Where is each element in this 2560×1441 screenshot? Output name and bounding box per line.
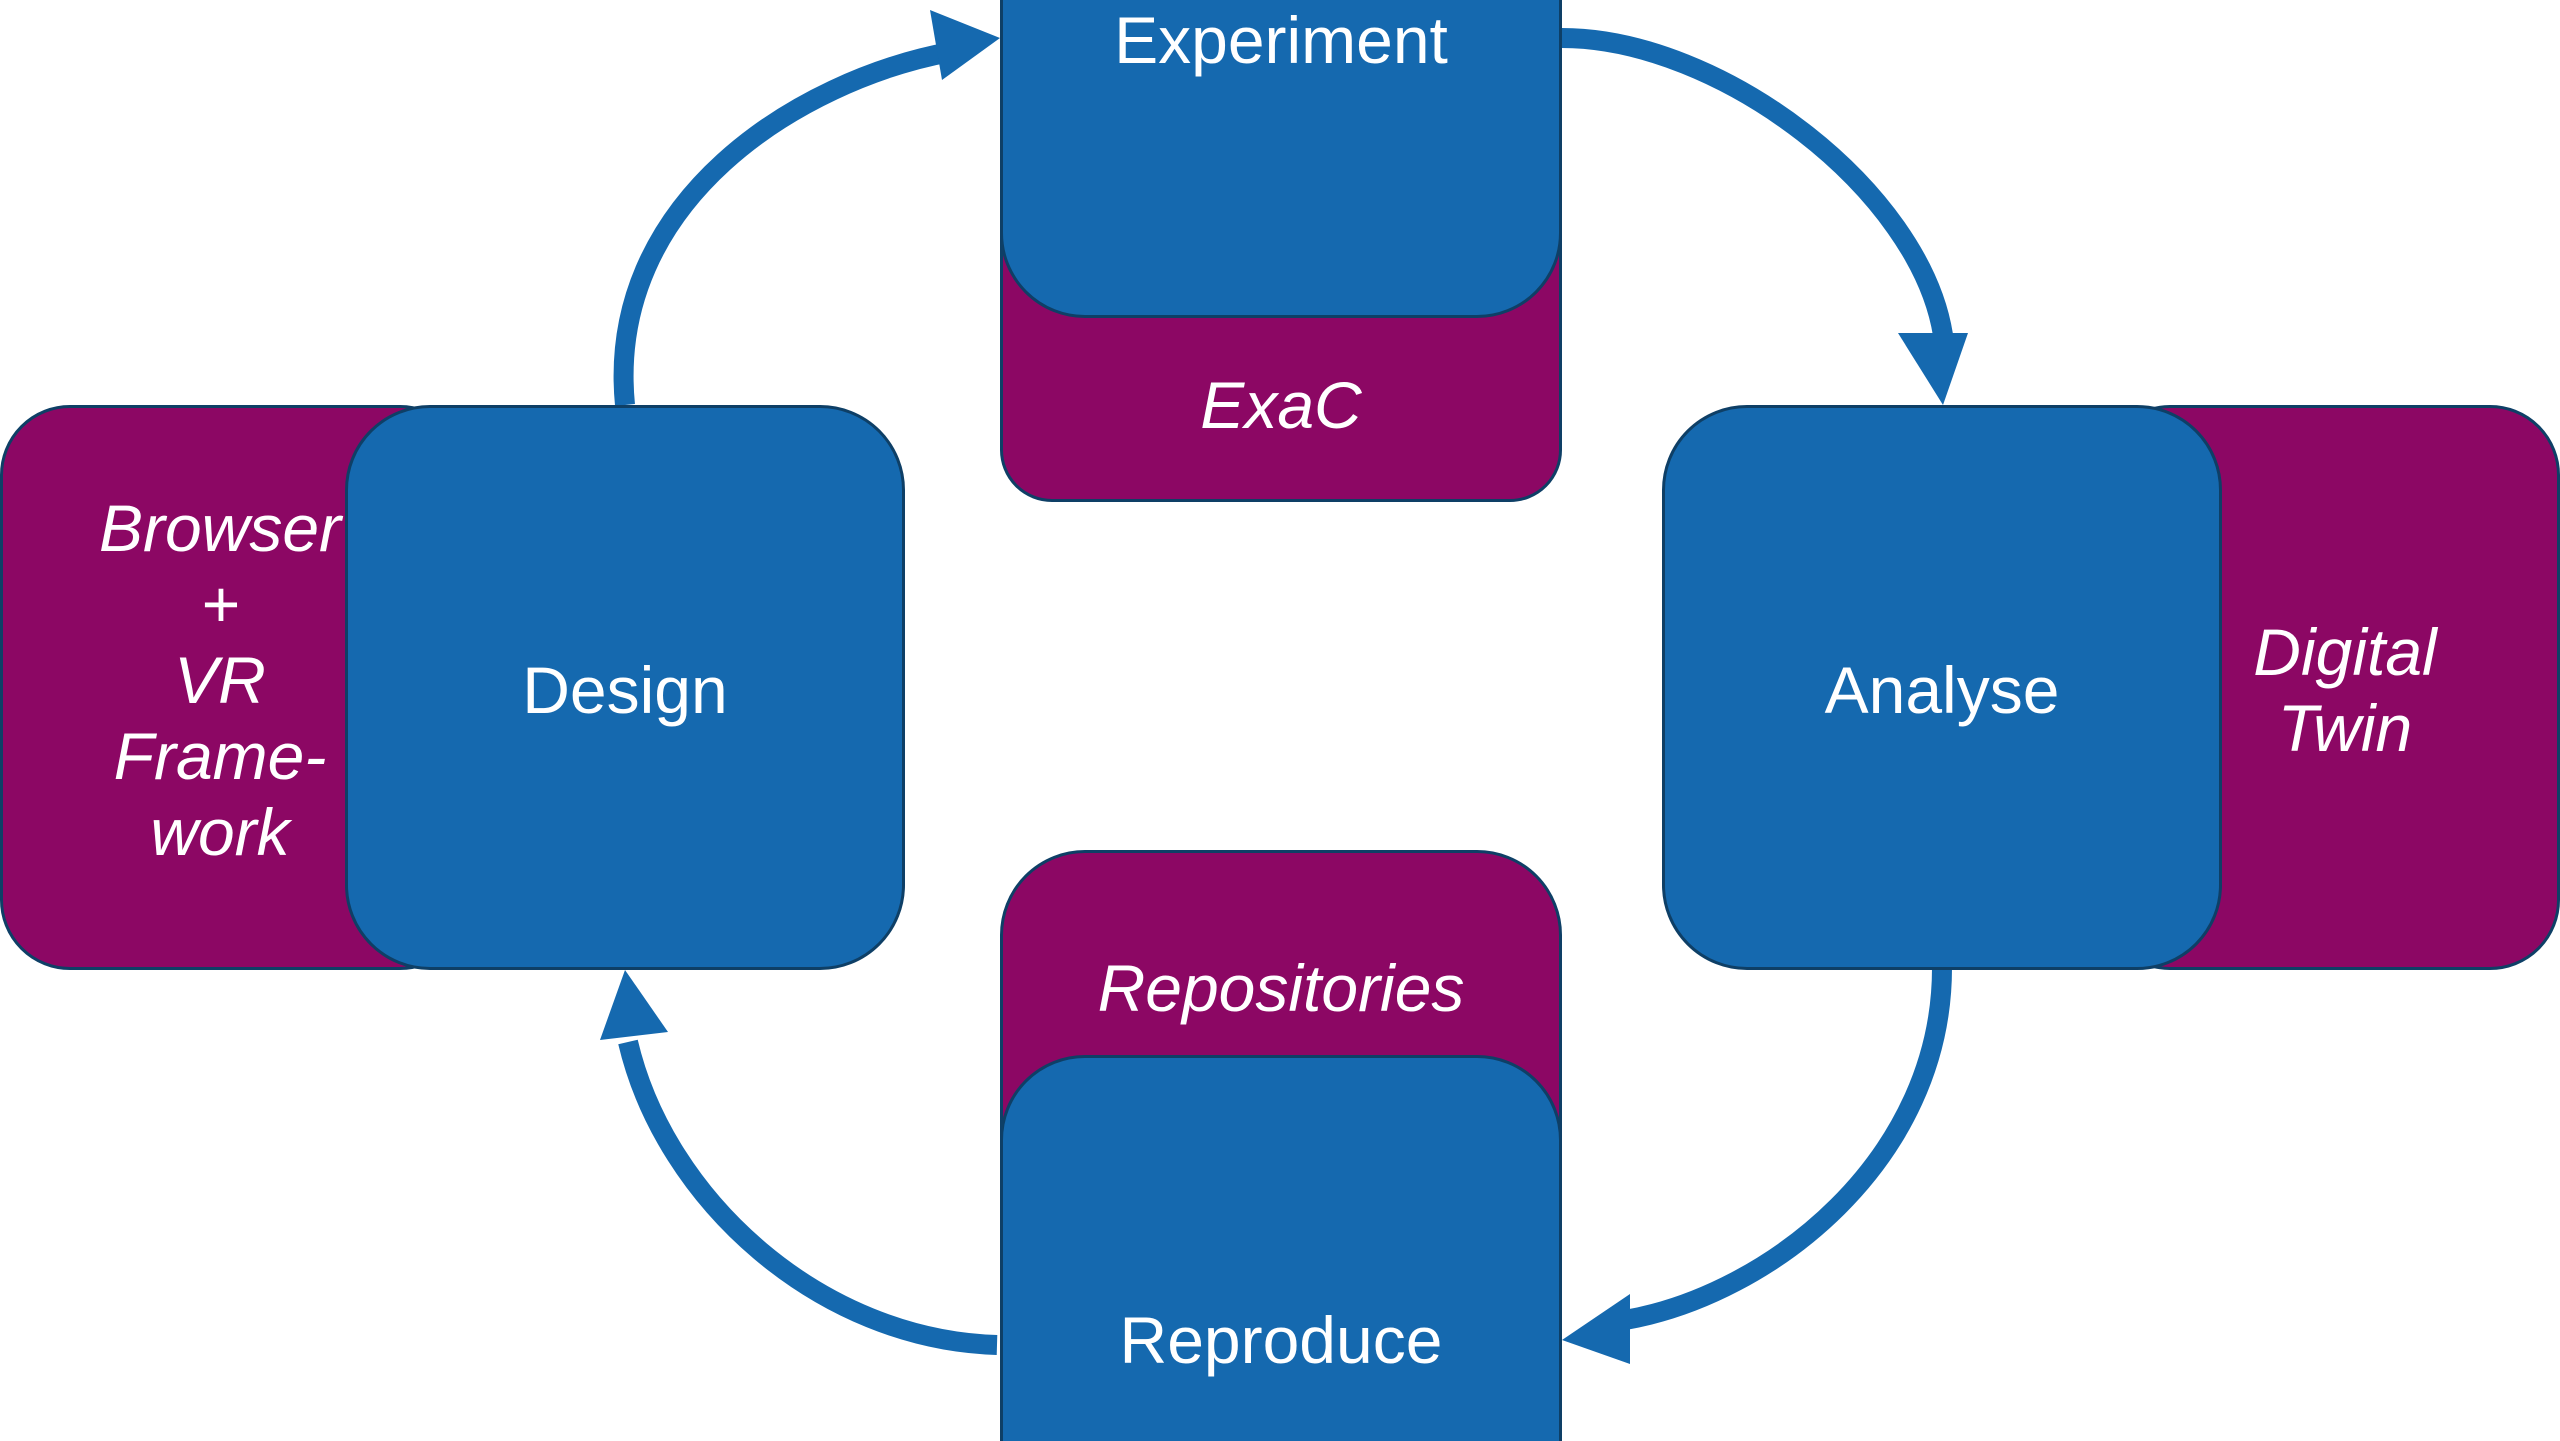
design-stage-label: Design — [522, 653, 728, 727]
reproduce-stage-label: Reproduce — [1119, 1303, 1443, 1377]
analyse-tool-label: Digital Twin — [2253, 615, 2437, 765]
experiment-stage-box — [1000, 0, 1562, 318]
arrow-reproduce-to-design — [618, 1039, 998, 1355]
arrow-experiment-to-analyse — [1561, 28, 1953, 337]
analyse-stage-label: Analyse — [1824, 653, 2060, 727]
design-tool-label: Browser + VR Frame- work — [98, 491, 342, 869]
design-stage-box — [345, 405, 905, 970]
arrowhead-reproduce — [1562, 1294, 1630, 1364]
reproduce-stage-box — [1000, 1055, 1562, 1441]
arrowhead-design — [600, 970, 668, 1040]
arrowhead-analyse — [1898, 333, 1968, 405]
arrow-design-to-experiment — [613, 42, 952, 406]
arrow-analyse-to-reproduce — [1623, 967, 1952, 1330]
experiment-stage-label: Experiment — [1114, 3, 1448, 77]
analyse-stage-box — [1662, 405, 2222, 970]
experiment-tool-label: ExaC — [1200, 368, 1362, 442]
reproduce-tool-label: Repositories — [1097, 951, 1465, 1025]
arrowhead-experiment — [930, 10, 1000, 80]
